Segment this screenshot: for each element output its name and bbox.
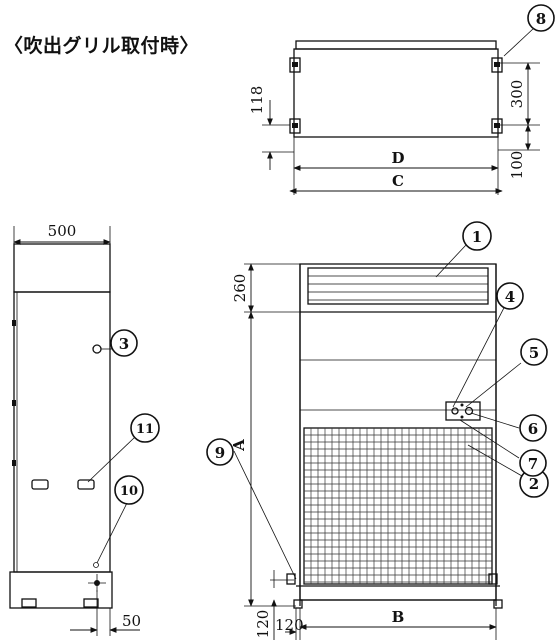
top-grille-lip — [295, 40, 497, 50]
front-view: 260 A 120 120 B — [230, 263, 503, 640]
dim-300: 300 — [508, 80, 526, 109]
dim-D: D — [391, 149, 404, 167]
callout-5-label: 5 — [529, 344, 539, 362]
callout-3: 3 — [110, 329, 138, 357]
side-base — [9, 571, 113, 609]
callout-8-label: 8 — [536, 10, 546, 28]
side-slot-right — [77, 479, 95, 490]
dim-A: A — [230, 439, 248, 452]
side-view: 500 50 — [9, 222, 141, 636]
callout-9: 9 — [206, 438, 234, 466]
dim-118: 118 — [248, 86, 266, 115]
control-panel — [445, 401, 481, 421]
bracket-top-left — [289, 57, 301, 73]
callout-10: 10 — [114, 475, 144, 505]
dim-260: 260 — [231, 274, 249, 303]
callout-4-label: 4 — [505, 288, 515, 306]
mesh-filter — [303, 427, 493, 585]
side-slot-left — [31, 479, 49, 490]
callout-6-label: 6 — [528, 420, 538, 438]
dim-50: 50 — [122, 612, 141, 630]
callout-7-label: 7 — [528, 455, 538, 473]
mesh-grid — [304, 428, 492, 584]
callout-5: 5 — [520, 338, 548, 366]
bracket-bottom-left — [289, 118, 301, 134]
callout-4: 4 — [496, 282, 524, 310]
callout-1-label: 1 — [472, 228, 482, 246]
callout-8: 8 — [527, 4, 555, 32]
side-body — [13, 291, 111, 573]
callout-7: 7 — [519, 449, 547, 477]
dim-120-vertical: 120 — [254, 610, 272, 639]
callout-11: 11 — [130, 413, 160, 443]
dim-B: B — [392, 608, 405, 626]
side-port-circle — [92, 344, 102, 354]
callout-11-label: 11 — [136, 422, 154, 437]
front-casing — [299, 263, 497, 601]
callout-2: 2 — [519, 468, 549, 498]
callout-1: 1 — [462, 221, 492, 251]
louver-grille — [307, 267, 489, 305]
dim-C: C — [392, 172, 404, 190]
callout-3-label: 3 — [119, 335, 129, 353]
callout-2-label: 2 — [529, 475, 539, 493]
bracket-bottom-right — [491, 118, 503, 134]
dim-500: 500 — [48, 222, 77, 240]
callouts: 1 2 3 4 5 6 7 8 — [87, 4, 555, 580]
callout-6: 6 — [519, 414, 547, 442]
callout-10-label: 10 — [120, 484, 138, 499]
diagram-title: 〈吹出グリル取付時〉 — [4, 35, 200, 57]
top-grille-body — [293, 48, 499, 138]
bracket-top-right — [491, 57, 503, 73]
callout-9-label: 9 — [215, 444, 225, 462]
side-plenum — [13, 243, 111, 293]
top-view: 300 100 118 D C — [248, 40, 540, 195]
dim-100: 100 — [508, 151, 526, 180]
dim-120-horizontal: 120 — [275, 616, 304, 634]
